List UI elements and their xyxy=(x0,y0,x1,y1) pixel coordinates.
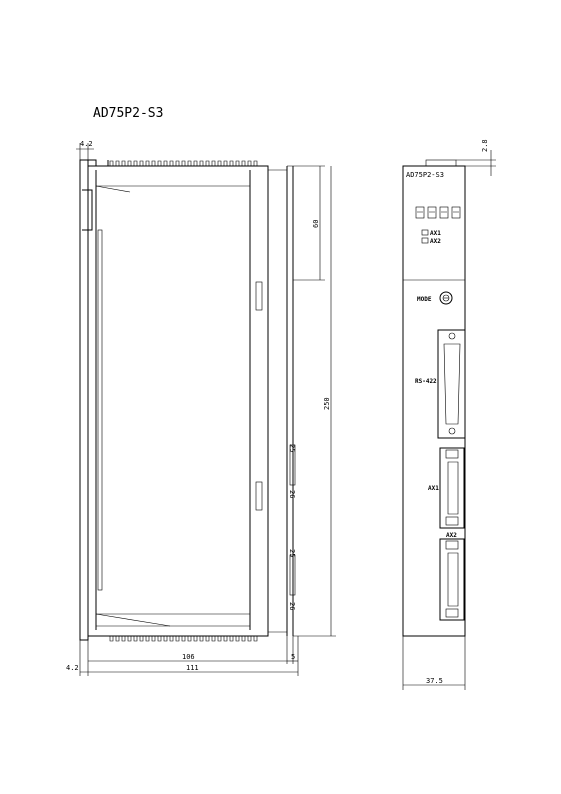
front-dim-width-label: 37.5 xyxy=(426,677,443,685)
led-ax1 xyxy=(421,229,429,236)
side-view: 4.2 xyxy=(66,140,336,676)
dim-250-label: 250 xyxy=(323,397,331,410)
dim-60: 60 xyxy=(287,165,325,281)
connector-label-2: 26 xyxy=(288,490,296,498)
dim-111-label: 111 xyxy=(186,664,199,672)
rs422-label: RS-422 xyxy=(415,378,437,385)
rs422-connector[interactable] xyxy=(437,329,466,439)
ax1-connector[interactable] xyxy=(439,447,465,529)
mode-switch[interactable] xyxy=(439,291,453,305)
dim-60-label: 60 xyxy=(312,220,320,228)
front-model-label: AD75P2-S3 xyxy=(406,171,444,179)
dim-left-bottom-label: 4.2 xyxy=(66,664,79,672)
bottom-vents xyxy=(109,636,258,642)
front-dim-top-label: 2.8 xyxy=(481,139,489,152)
mode-label: MODE xyxy=(417,296,432,303)
dim-250: 250 xyxy=(293,166,336,637)
top-vents xyxy=(109,160,258,166)
ax2-connector[interactable] xyxy=(439,538,465,621)
dim-106-label: 106 xyxy=(182,653,195,661)
led-ax2-label: AX2 xyxy=(430,238,441,245)
connector-label-3: 25 xyxy=(288,549,296,557)
connector-label-4: 26 xyxy=(288,602,296,610)
seven-segment-display xyxy=(415,206,461,219)
dim-left-top: 4.2 xyxy=(76,140,94,160)
led-ax2 xyxy=(421,237,429,244)
connector-label-1: 25 xyxy=(288,444,296,452)
dim-bottom: 106 5 111 4.2 xyxy=(66,636,299,676)
ax1-connector-label: AX1 xyxy=(428,485,439,492)
ax2-connector-label: AX2 xyxy=(446,532,457,539)
front-view: 2.8 AD75P2-S3 AX1 AX2 MODE RS-422 xyxy=(402,139,496,690)
drawing-title: AD75P2-S3 xyxy=(93,106,163,121)
dim-left-top-label: 4.2 xyxy=(80,140,93,148)
led-ax1-label: AX1 xyxy=(430,230,441,237)
front-dim-width: 37.5 xyxy=(402,636,466,690)
dim-5-label: 5 xyxy=(291,653,295,661)
